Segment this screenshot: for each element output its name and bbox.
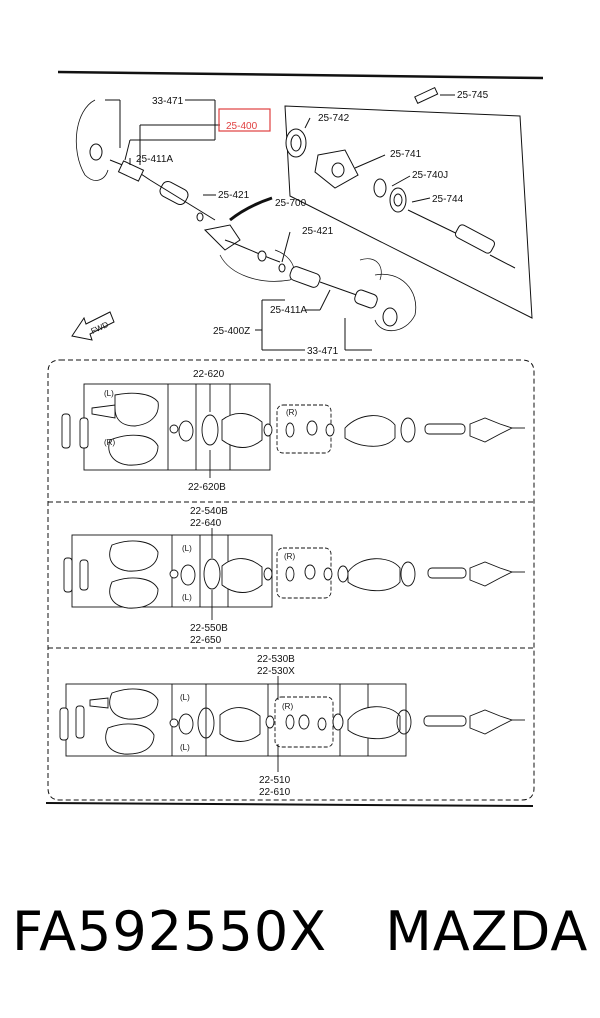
product-caption: FA592550X MAZDA [12,900,592,963]
panel3-tag-l2: (L) [180,743,190,752]
callout-25-741: 25-741 [390,149,422,160]
panel1-tag-r: (R) [104,438,115,447]
bottom-rule [45,802,534,807]
panel3-label-22-530B: 22-530B [257,654,295,665]
panel3-tag-r: (R) [282,702,293,711]
panel3-tag-l1: (L) [180,693,190,702]
panel-outline [47,359,535,801]
panel1-drawing [61,383,525,478]
panel2-label-22-650: 22-650 [190,635,222,646]
panel1-label-22-620B: 22-620B [188,482,226,493]
panel3-label-22-530X: 22-530X [257,666,295,677]
callout-25-421-a: 25-421 [218,190,250,201]
callout-25-400-highlighted: 25-400 [226,121,258,132]
top-rule [57,70,544,80]
callout-33-471-top: 33-471 [152,96,184,107]
callout-33-471-bottom: 33-471 [307,346,339,357]
callout-25-740J: 25-740J [412,170,448,181]
panel2-label-22-540B: 22-540B [190,506,228,517]
panel3-drawing [59,676,525,772]
callout-25-744: 25-744 [432,194,464,205]
fwd-arrow-icon: FWD [71,311,115,341]
callout-25-421-b: 25-421 [302,226,334,237]
panel2-tag-l2: (L) [182,593,192,602]
panel1-label-22-620: 22-620 [193,369,225,380]
callout-25-742: 25-742 [318,113,350,124]
part-number: FA592550X [12,900,328,963]
panel3-label-22-510: 22-510 [259,775,291,786]
callout-25-411A-top: 25-411A [136,154,173,165]
panel2-label-22-550B: 22-550B [190,623,228,634]
panel1-tag-mid-r: (R) [286,408,297,417]
panel2-label-22-640: 22-640 [190,518,222,529]
callout-25-411A-bottom: 25-411A [270,305,307,316]
callout-25-745: 25-745 [457,90,489,101]
callout-25-700: 25-700 [275,198,307,209]
panel2-tag-r: (R) [284,552,295,561]
highlight-box [218,108,271,132]
detail-panels [47,359,535,801]
callout-25-400Z: 25-400Z [213,326,250,337]
panel2-drawing [63,528,525,620]
brand-name: MAZDA [385,900,589,963]
panel1-tag-l: (L) [104,389,114,398]
panel2-tag-l1: (L) [182,544,192,553]
panel3-label-22-610: 22-610 [259,787,291,798]
upper-exploded-view [75,86,533,351]
